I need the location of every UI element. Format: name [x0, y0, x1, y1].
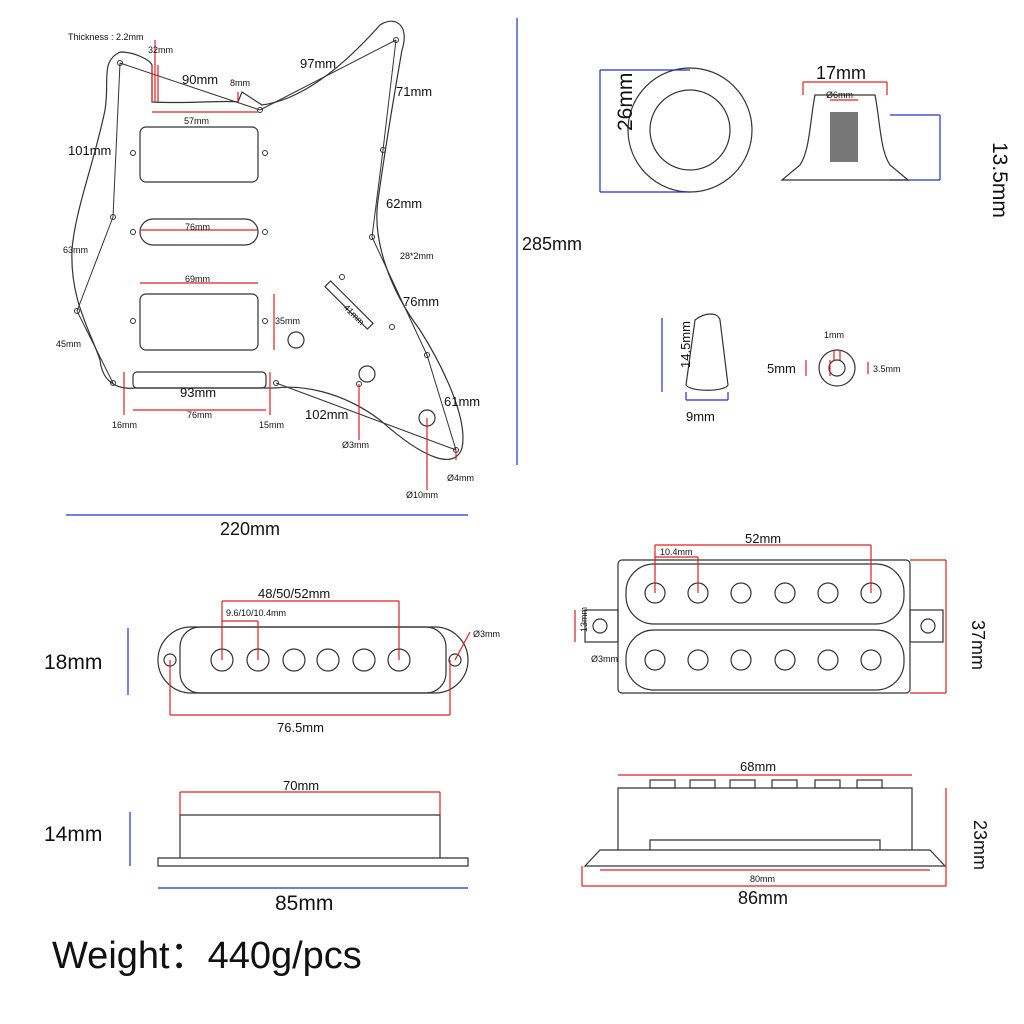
dim-71: 71mm [396, 84, 432, 99]
pickguard-labels: Thickness : 2.2mm 32mm 90mm 8mm 97mm 71m… [56, 18, 582, 539]
dim-32: 32mm [148, 45, 173, 55]
dia-10: Ø10mm [406, 490, 438, 500]
tip-outer: 5mm [767, 361, 796, 376]
tip-slot: 1mm [824, 330, 844, 340]
tip-width: 9mm [686, 409, 715, 424]
dim-height: 285mm [522, 234, 582, 254]
dim-61: 61mm [444, 394, 480, 409]
hb-height: 37mm [968, 620, 988, 670]
sc-height: 18mm [44, 651, 102, 674]
single-coil-top: 48/50/52mm 9.6/10/10.4mm Ø3mm 18mm 76.5m… [44, 586, 500, 735]
sc-side-top: 70mm [283, 778, 319, 793]
dim-90: 90mm [182, 72, 218, 87]
knob-drawing: 26mm 17mm Ø6mm 13.5mm [599, 63, 1011, 218]
dim-8: 8mm [230, 78, 250, 88]
knob-shaft: Ø6mm [826, 90, 853, 100]
dim-35: 35mm [275, 316, 300, 326]
tip-height: 14.5mm [678, 321, 693, 368]
thickness-label: Thickness : 2.2mm [68, 32, 144, 42]
hb-side-top: 68mm [740, 759, 776, 774]
dim-45: 45mm [56, 339, 81, 349]
dim-41: 41mm [342, 302, 367, 327]
dim-69: 69mm [185, 274, 210, 284]
sc-spacing: 48/50/52mm [258, 586, 330, 601]
single-coil-side: 70mm 14mm 85mm [44, 778, 469, 915]
dim-101: 101mm [68, 143, 111, 158]
dim-16: 16mm [112, 420, 137, 430]
sc-hole: Ø3mm [473, 629, 500, 639]
dim-15: 15mm [259, 420, 284, 430]
dim-width: 220mm [220, 519, 280, 539]
dia-3: Ø3mm [342, 440, 369, 450]
humbucker-top: 52mm 10.4mm 13mm Ø3mm 37mm [574, 531, 988, 694]
dim-63: 63mm [63, 245, 88, 255]
hb-spacing: 52mm [745, 531, 781, 546]
knob-depth: 13.5mm [988, 142, 1011, 218]
dim-62: 62mm [386, 196, 422, 211]
sc-side-length: 85mm [275, 892, 333, 915]
dia-4: Ø4mm [447, 473, 474, 483]
sc-pole: 9.6/10/10.4mm [226, 608, 286, 618]
pickguard-drawing [71, 20, 464, 490]
hb-pole: 10.4mm [660, 547, 693, 557]
hb-tab: 13mm [579, 607, 589, 632]
weight-label: Weight：440g/pcs [52, 935, 362, 977]
sc-length: 76.5mm [277, 720, 324, 735]
switch-tip-drawing: 14.5mm 9mm 1mm 5mm 3.5mm [661, 313, 901, 424]
knob-width: 17mm [816, 63, 866, 83]
hb-hole: Ø3mm [591, 654, 618, 664]
dim-57: 57mm [184, 116, 209, 126]
hb-side-height: 23mm [970, 820, 990, 870]
humbucker-side: 68mm 23mm 80mm 86mm [581, 759, 990, 908]
tip-inner: 3.5mm [873, 364, 901, 374]
dim-102: 102mm [305, 407, 348, 422]
dim-76c: 76mm [187, 410, 212, 420]
hb-length: 86mm [738, 888, 788, 908]
dim-93: 93mm [180, 385, 216, 400]
dim-28x2: 28*2mm [400, 251, 434, 261]
dim-76a: 76mm [185, 222, 210, 232]
sc-side-height: 14mm [44, 823, 102, 846]
hb-inner: 80mm [750, 874, 775, 884]
dim-97: 97mm [300, 56, 336, 71]
knob-height: 26mm [614, 73, 637, 131]
dim-76b: 76mm [403, 294, 439, 309]
